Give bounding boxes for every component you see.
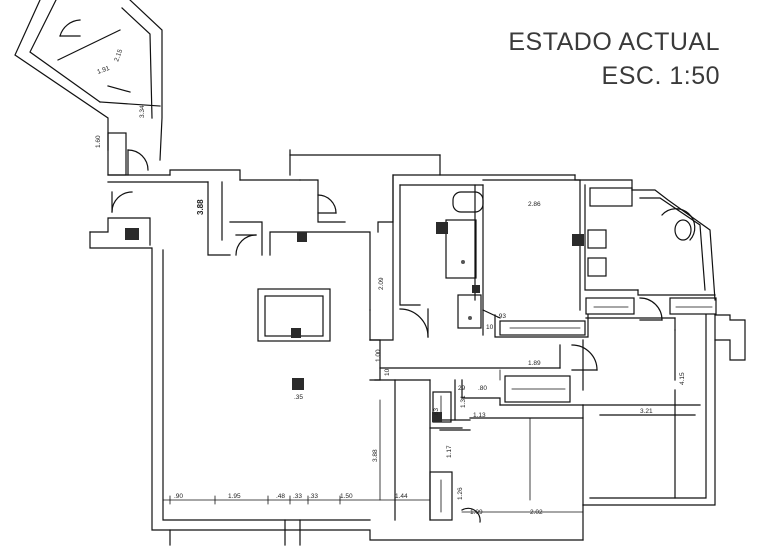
entry-strip [107,132,209,213]
dim-48: .48 [276,493,285,500]
dim-1-17: 1.17 [446,445,453,458]
bath-rooms [369,174,576,341]
dim-2-86: 2.86 [528,201,541,208]
dim-10-a: 10 [486,324,494,331]
dim-1-60: 1.60 [95,135,102,148]
radiators [440,306,713,513]
dim-1-09: 1.09 [470,509,483,516]
dim-2-02: 2.02 [530,509,543,516]
plan-title: ESTADO ACTUAL [508,28,720,56]
dim-2-09: 2.09 [378,277,385,290]
dim-33-b: .33 [309,493,318,500]
dim-80: .80 [478,385,487,392]
fixture-marks [461,260,472,320]
dim-29: 29 [458,385,466,392]
dim-4-15: 4.15 [679,372,686,385]
dim-3-88-top: 3.88 [196,199,205,215]
right-rooms [482,174,746,361]
dim-3-34: 3.34 [139,105,146,118]
dim-10-b: 10 [384,368,391,376]
dim-1-00: 1.00 [375,349,382,362]
dim-1-95: 1.95 [228,493,241,500]
dim-1-91: 1.91 [96,65,111,76]
bottom-dimension-line [162,369,584,513]
dim-2-15: 2.15 [113,48,124,63]
dim-1-44: 1.44 [395,493,408,500]
dim-1-89: 1.89 [528,360,541,367]
dim-3-88: 3.88 [372,449,379,462]
angled-wing [14,0,163,161]
dim-1-13: 1.13 [473,412,486,419]
columns [125,222,584,422]
dim-35: .35 [294,394,303,401]
upper-rooms [169,149,441,311]
plan-scale: ESC. 1:50 [601,62,720,90]
dim-1-31: 1.31 [460,395,467,408]
dim-1-50: 1.50 [340,493,353,500]
outer-walls [89,217,716,546]
dimension-labels: 1.91 2.15 3.34 1.60 3.88 2.86 2.09 .93 1… [95,48,686,516]
dim-90: .90 [174,493,183,500]
dim-33-a: .33 [293,493,302,500]
dim-93: .93 [497,313,506,320]
lower-rooms [369,314,701,523]
dim-3-21: 3.21 [640,408,653,415]
dim-1-26: 1.26 [457,487,464,500]
dim-63: .63 [433,408,440,417]
